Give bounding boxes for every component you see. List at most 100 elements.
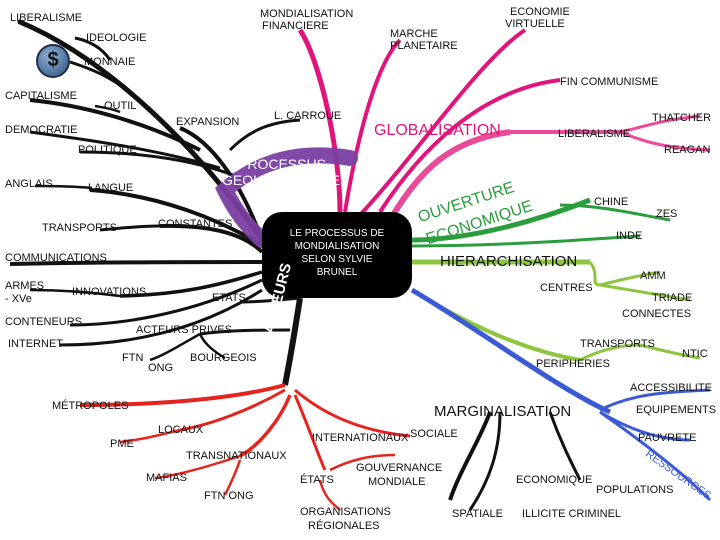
label-peripheries: PERIPHERIES [536, 358, 610, 370]
label-economie-virtuelle-line2: VIRTUELLE [505, 18, 565, 30]
label-innovations: INNOVATIONS [72, 286, 147, 298]
branch-ideologie [74, 36, 112, 61]
branch-internet [59, 288, 263, 347]
label-ong: ONG [148, 362, 174, 374]
label-langue: LANGUE [88, 182, 134, 194]
label-anglais: ANGLAIS [5, 178, 53, 190]
branch-capitalisme [29, 98, 201, 152]
label-organisations-line2: RÉGIONALES [308, 520, 380, 532]
label-transports-right: TRANSPORTS [580, 338, 655, 350]
label-reagan: REAGAN [664, 144, 711, 156]
label-sociale: SOCIALE [410, 428, 458, 440]
label-democratie: DEMOCRATIE [5, 124, 78, 136]
label-ntic: NTIC [682, 348, 708, 360]
label-liberalisme-left: LIBERALISME [10, 12, 83, 24]
branch-reagan [619, 130, 711, 152]
branch-politique [79, 150, 246, 182]
branch-ressources [599, 410, 712, 502]
label-marche-line1: MARCHE [390, 28, 438, 40]
label-carroue: L. CARROUE [274, 110, 342, 122]
label-spatiale: SPATIALE [452, 508, 503, 520]
branch-etats [239, 296, 301, 304]
branch-economique [548, 411, 582, 481]
label-marginalisation: MARGINALISATION [434, 403, 572, 420]
branch-thatcher [619, 114, 701, 134]
branch-triade [599, 283, 691, 302]
label-globalisation: GLOBALISATION [374, 122, 501, 139]
label-armes-line1: ARMES [5, 280, 45, 292]
branch-processus [215, 147, 358, 248]
label-fin-communisme: FIN COMMUNISME [560, 76, 659, 88]
label-politique: POLITIQUE [78, 144, 137, 156]
branch-internationaux [294, 388, 411, 438]
label-acteurs-prives: ACTEURS PRIVES [136, 324, 232, 336]
branch-ntic [639, 343, 701, 360]
branch-metropoles [79, 383, 286, 407]
branch-economie-virtuelle [358, 28, 527, 217]
label-etats-bottom: ÉTATS [300, 474, 334, 486]
branch-bourgeois [198, 333, 226, 360]
label-mafias: MAFIAS [146, 472, 187, 484]
label-gouvernance-line2: MONDIALE [368, 476, 426, 488]
branch-locaux [179, 388, 286, 432]
label-pauvrete: PAUVRETE [638, 432, 697, 444]
label-constantes: CONSTANTES [158, 218, 233, 230]
label-internet: INTERNET [8, 338, 63, 350]
label-liberalisme-right: LIBERALISME [558, 128, 631, 140]
label-transports-left: TRANSPORTS [42, 222, 117, 234]
label-ftn: FTN [122, 352, 144, 364]
label-internationaux: INTERNATIONAUX [312, 432, 409, 444]
branch-communications [9, 260, 263, 266]
central-topic-box: LE PROCESSUS DE MONDIALISATION SELON SYL… [262, 212, 412, 298]
branch-globalisation [387, 129, 511, 222]
branch-monnaie [69, 60, 152, 112]
branch-armes [29, 288, 121, 298]
label-bourgeois: BOURGEOIS [190, 352, 257, 364]
branch-transports-right [579, 343, 641, 362]
branch-centres [588, 261, 601, 287]
branch-marginalisation [410, 287, 612, 415]
branch-outil [94, 104, 121, 114]
label-organisations-line1: ORGANISATIONS [300, 506, 391, 518]
label-zes: ZES [656, 208, 678, 220]
dollar-coin-icon: $ [36, 44, 70, 78]
branch-accessibilite [599, 388, 711, 412]
branch-transnationaux [239, 394, 292, 458]
label-conteneurs: CONTENEURS [5, 316, 83, 328]
label-connectes: CONNECTES [622, 308, 692, 320]
label-expansion: EXPANSION [176, 116, 240, 128]
branch-expansion [179, 126, 264, 241]
branch-gouvernance [329, 453, 396, 472]
label-processus-line1: PROCESSUS [238, 156, 326, 172]
label-amm: AMM [640, 270, 666, 282]
label-chine: CHINE [594, 196, 629, 208]
label-processus-line2: GEOHISTORIQUE [222, 172, 340, 188]
branch-acteurs-prives [199, 328, 291, 336]
label-locaux: LOCAUX [158, 424, 204, 436]
label-ideologie: IDEOLOGIE [86, 32, 147, 44]
label-gouvernance-line1: GOUVERNANCE [356, 462, 443, 474]
label-economique: ECONOMIQUE [516, 474, 593, 486]
branch-fin-communisme [378, 78, 561, 214]
branch-amm [599, 270, 661, 287]
branch-innovations [119, 270, 263, 298]
central-topic-line: SELON SYLVIE [301, 254, 373, 265]
branch-constantes [159, 223, 264, 254]
label-capitalisme: CAPITALISME [5, 90, 77, 102]
label-etats: ETATS [212, 292, 246, 304]
label-communications: COMMUNICATIONS [5, 252, 107, 264]
branch-conteneurs [69, 278, 263, 327]
label-inde: INDE [616, 230, 643, 242]
central-topic-line: MONDIALISATION [294, 241, 380, 252]
branch-inde [411, 234, 641, 248]
branch-pme [119, 428, 181, 444]
branch-transports-left [99, 224, 161, 232]
branch-chine [559, 203, 671, 222]
branch-etats-bottom [293, 394, 327, 471]
branch-spatiale [468, 411, 502, 511]
branch-peripheries [410, 288, 581, 362]
branch-marche [343, 38, 402, 213]
label-mondialisation-line2: FINANCIERE [262, 20, 329, 32]
label-mondialisation-line1: MONDIALISATION [260, 8, 354, 20]
